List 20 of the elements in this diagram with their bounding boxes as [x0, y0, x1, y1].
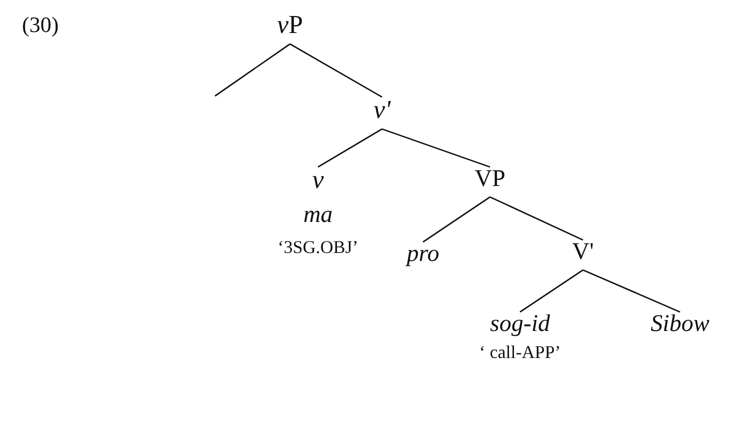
tree-branch: [214, 43, 290, 97]
tree-node-label: v': [373, 95, 391, 125]
tree-node-label: Sibow: [650, 310, 710, 338]
tree-branch: [290, 43, 382, 98]
gloss-text: ‘ call-APP’: [479, 342, 561, 363]
gloss-text: ‘3SG.OBJ’: [278, 237, 358, 258]
tree-node-label: v: [312, 165, 324, 195]
tree-branch: [582, 269, 680, 313]
example-number: (30): [22, 12, 59, 38]
tree-branch: [318, 128, 382, 168]
tree-node-label: pro: [406, 240, 440, 268]
tree-node-label: sog-id: [490, 310, 550, 338]
tree-node-label: V': [572, 238, 594, 266]
tree-node-label: vP: [277, 10, 303, 40]
tree-branch: [520, 269, 584, 313]
word-label: ma: [303, 201, 333, 229]
tree-branch: [422, 196, 490, 243]
tree-branch: [382, 128, 490, 168]
tree-node-label: VP: [474, 165, 506, 193]
tree-branch: [490, 196, 584, 241]
